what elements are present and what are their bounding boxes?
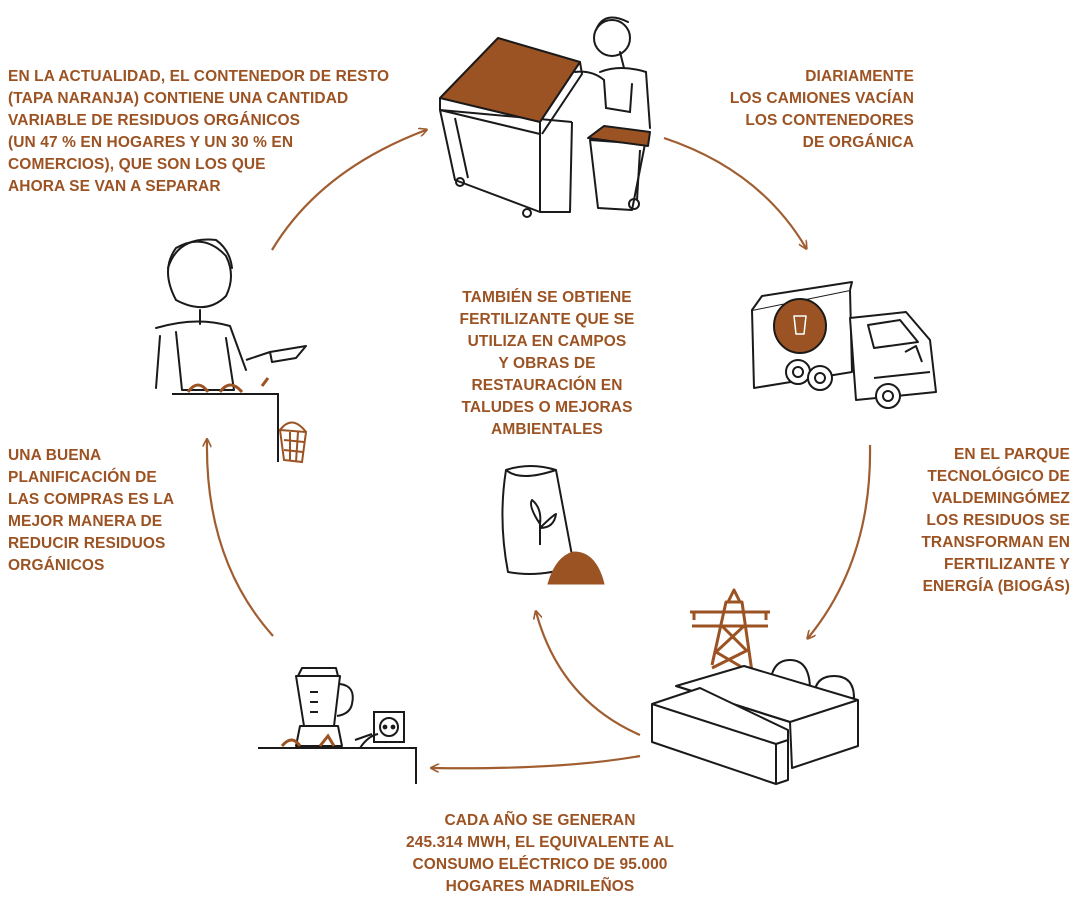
basket-icon: [278, 421, 308, 464]
arrow-to-home: [432, 754, 641, 768]
cutting-board: [172, 393, 279, 462]
food-scraps: [280, 733, 336, 748]
truck-icon: [751, 281, 937, 409]
knife-icon: [245, 345, 307, 363]
arrow-to-plant: [808, 444, 872, 638]
arrow-to-planning: [207, 440, 274, 637]
waste-bin-icon: [439, 37, 583, 218]
socket-icon: [354, 711, 405, 749]
arrow-to-truck: [663, 136, 806, 248]
small-bin-icon: [587, 125, 651, 211]
power-tower-icon: [690, 588, 770, 674]
plant-icon: [530, 499, 557, 545]
current-bin-caption: EN LA ACTUALIDAD, EL CONTENEDOR DE RESTO…: [8, 68, 390, 195]
planning-caption: UNA BUENA PLANIFICACIÓN DE LAS COMPRAS E…: [8, 447, 175, 574]
cycle-arrows: [207, 130, 872, 768]
kitchen-counter: [258, 747, 417, 784]
arrow-to-fertilizer: [536, 612, 641, 737]
energy-caption: CADA AÑO SE GENERAN 245.314 MWH, EL EQUI…: [406, 812, 674, 895]
cook-person-icon: [155, 238, 247, 391]
fertilizer-bag-icon: [501, 465, 575, 575]
fertilizer-caption: TAMBIÉN SE OBTIENE FERTILIZANTE QUE SE U…: [459, 289, 635, 438]
valdemingomez-caption: EN EL PARQUE TECNOLÓGICO DE VALDEMINGÓME…: [921, 446, 1070, 595]
vegetable-peels: [186, 377, 270, 394]
person-icon: [574, 16, 651, 129]
fertilizer-pile: [547, 551, 605, 585]
treatment-plant-icon: [651, 659, 859, 785]
daily-trucks-caption: DIARIAMENTE LOS CAMIONES VACÍAN LOS CONT…: [729, 68, 914, 151]
arrow-to-bin: [271, 130, 426, 251]
blender-icon: [295, 667, 354, 747]
